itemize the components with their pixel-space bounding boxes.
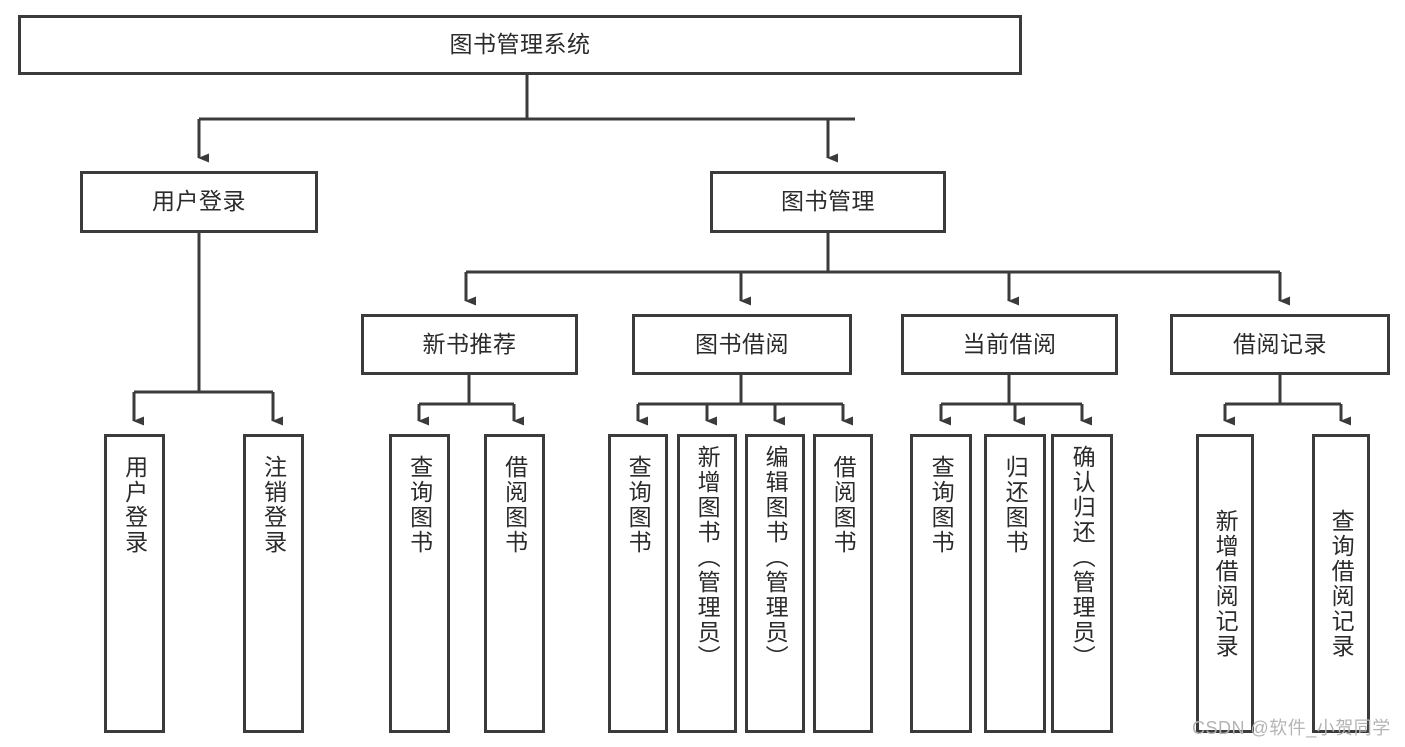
leaf-current-confirm-return[interactable]: 确认归还（管理员）	[1051, 434, 1113, 733]
node-root-label: 图书管理系统	[449, 31, 591, 58]
leaf-user-login[interactable]: 用户登录	[104, 434, 165, 733]
leaf-current-query-book-label: 查询图书	[928, 455, 955, 555]
leaf-record-query[interactable]: 查询借阅记录	[1312, 434, 1370, 733]
leaf-current-confirm-return-label: 确认归还（管理员）	[1069, 445, 1096, 670]
leaf-borrow-borrow-book[interactable]: 借阅图书	[813, 434, 873, 733]
leaf-current-query-book[interactable]: 查询图书	[910, 434, 972, 733]
node-book-management[interactable]: 图书管理	[710, 171, 946, 233]
node-book-borrow[interactable]: 图书借阅	[632, 314, 852, 375]
leaf-borrow-edit-book-label: 编辑图书（管理员）	[762, 445, 789, 670]
leaf-user-login-label: 用户登录	[121, 455, 148, 555]
leaf-recommend-borrow-book[interactable]: 借阅图书	[484, 434, 545, 733]
leaf-recommend-query-book-label: 查询图书	[406, 455, 433, 555]
node-book-management-label: 图书管理	[781, 188, 875, 215]
node-borrow-record-label: 借阅记录	[1233, 330, 1327, 357]
node-user-login[interactable]: 用户登录	[80, 171, 318, 233]
leaf-borrow-query-book-label: 查询图书	[625, 455, 652, 555]
leaf-current-return-book-label: 归还图书	[1002, 455, 1029, 555]
leaf-user-logout[interactable]: 注销登录	[243, 434, 304, 733]
node-book-borrow-label: 图书借阅	[695, 330, 789, 357]
connectors-root	[132, 75, 1351, 426]
leaf-record-add-label: 新增借阅记录	[1212, 508, 1239, 659]
leaf-recommend-borrow-book-label: 借阅图书	[501, 455, 528, 555]
node-new-book-recommend-label: 新书推荐	[422, 330, 517, 357]
leaf-borrow-borrow-book-label: 借阅图书	[830, 455, 857, 555]
leaf-record-query-label: 查询借阅记录	[1328, 508, 1355, 659]
leaf-current-return-book[interactable]: 归还图书	[984, 434, 1046, 733]
leaf-borrow-query-book[interactable]: 查询图书	[608, 434, 668, 733]
leaf-recommend-query-book[interactable]: 查询图书	[389, 434, 450, 733]
node-borrow-record[interactable]: 借阅记录	[1170, 314, 1390, 375]
leaf-borrow-edit-book[interactable]: 编辑图书（管理员）	[745, 434, 805, 733]
node-root[interactable]: 图书管理系统	[18, 15, 1022, 75]
leaf-user-logout-label: 注销登录	[260, 455, 287, 555]
node-current-borrow[interactable]: 当前借阅	[901, 314, 1118, 375]
node-current-borrow-label: 当前借阅	[962, 330, 1057, 357]
node-new-book-recommend[interactable]: 新书推荐	[361, 314, 578, 375]
leaf-borrow-add-book-label: 新增图书（管理员）	[694, 445, 721, 670]
leaf-record-add[interactable]: 新增借阅记录	[1196, 434, 1254, 733]
node-user-login-label: 用户登录	[152, 188, 246, 215]
leaf-borrow-add-book[interactable]: 新增图书（管理员）	[677, 434, 737, 733]
